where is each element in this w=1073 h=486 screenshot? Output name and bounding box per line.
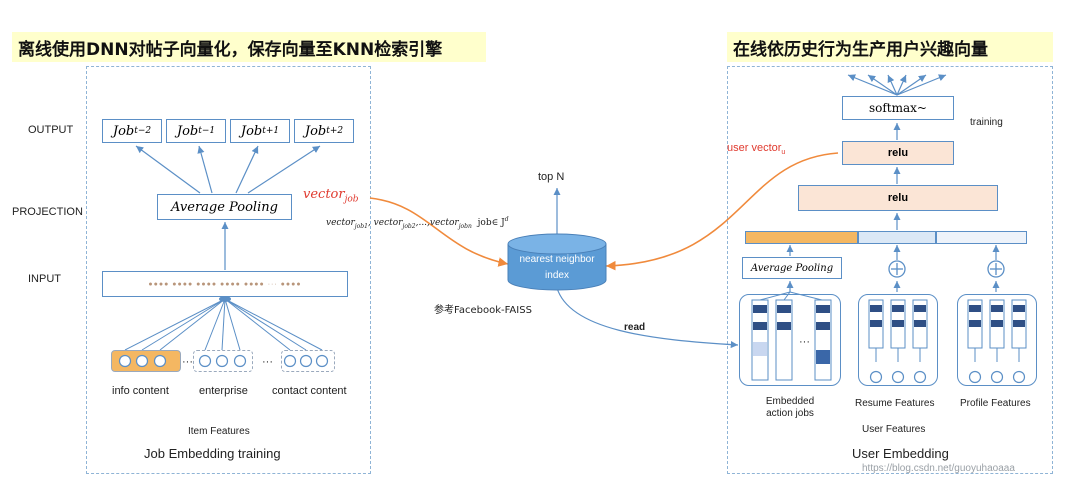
profile-features-group xyxy=(957,294,1037,386)
resume-features-group xyxy=(858,294,938,386)
top-n-label: top N xyxy=(538,171,565,183)
output-row-label: OUTPUT xyxy=(28,124,74,136)
contact-content-group xyxy=(281,350,335,372)
profile-features-label: Profile Features xyxy=(960,398,1031,409)
embedded-action-jobs-label: Embedded action jobs xyxy=(765,396,815,419)
nn-index-line1: nearest neighbor xyxy=(519,254,595,265)
watermark: https://blog.csdn.net/guoyuhaoaaa xyxy=(862,463,1015,474)
job-embedding-footer: Job Embedding training xyxy=(144,446,281,461)
faiss-label: 参考Facebook-FAISS xyxy=(434,305,532,316)
training-label: training xyxy=(970,117,1003,128)
item-features-label: Item Features xyxy=(188,426,250,437)
resume-features-label: Resume Features xyxy=(855,398,935,409)
input-row-label: INPUT xyxy=(28,273,61,285)
plus-circle-icon xyxy=(888,260,1005,278)
vector-list-label: vectorjob1, vectorjob2,...,vectorjobn jo… xyxy=(326,216,509,230)
user-vector-label: user vectoru xyxy=(727,142,786,157)
action-jobs-group xyxy=(739,294,841,386)
average-pooling-box: Average Pooling xyxy=(157,194,292,220)
concat-segment-profile xyxy=(936,231,1027,244)
nn-index-line2: index xyxy=(545,270,569,281)
user-embedding-footer: User Embedding xyxy=(852,446,949,461)
concat-segment-resume xyxy=(858,231,936,244)
softmax-box: softmax~ xyxy=(842,96,954,120)
info-content-label: info content xyxy=(112,385,169,397)
user-features-label: User Features xyxy=(862,424,926,435)
vector-job-label: vectorjob xyxy=(303,187,359,205)
right-banner: 在线依历史行为生产用户兴趣向量 xyxy=(727,32,1053,62)
user-embedding-panel xyxy=(727,66,1053,474)
ellipsis-1: ··· xyxy=(182,356,193,368)
relu-top-box: relu xyxy=(842,141,954,165)
relu-bottom-box: relu xyxy=(798,185,998,211)
enterprise-group xyxy=(193,350,253,372)
ellipsis-2: ··· xyxy=(262,356,273,368)
input-vector-bar: ●●●● ●●●● ●●●● ●●●● ●●●● ··· ●●●● xyxy=(102,271,348,297)
user-average-pooling-box: Average Pooling xyxy=(742,257,842,279)
concat-segment-action xyxy=(745,231,858,244)
contact-content-label: contact content xyxy=(272,385,347,397)
read-label: read xyxy=(624,322,646,333)
enterprise-label: enterprise xyxy=(199,385,248,397)
projection-row-label: PROJECTION xyxy=(12,206,83,218)
action-jobs-ellipsis: ··· xyxy=(799,336,810,348)
input-dots: ●●●● ●●●● ●●●● ●●●● ●●●● ··· ●●●● xyxy=(148,280,302,288)
job-embedding-panel xyxy=(86,66,371,474)
left-banner: 离线使用DNN对帖子向量化，保存向量至KNN检索引擎 xyxy=(12,32,486,62)
